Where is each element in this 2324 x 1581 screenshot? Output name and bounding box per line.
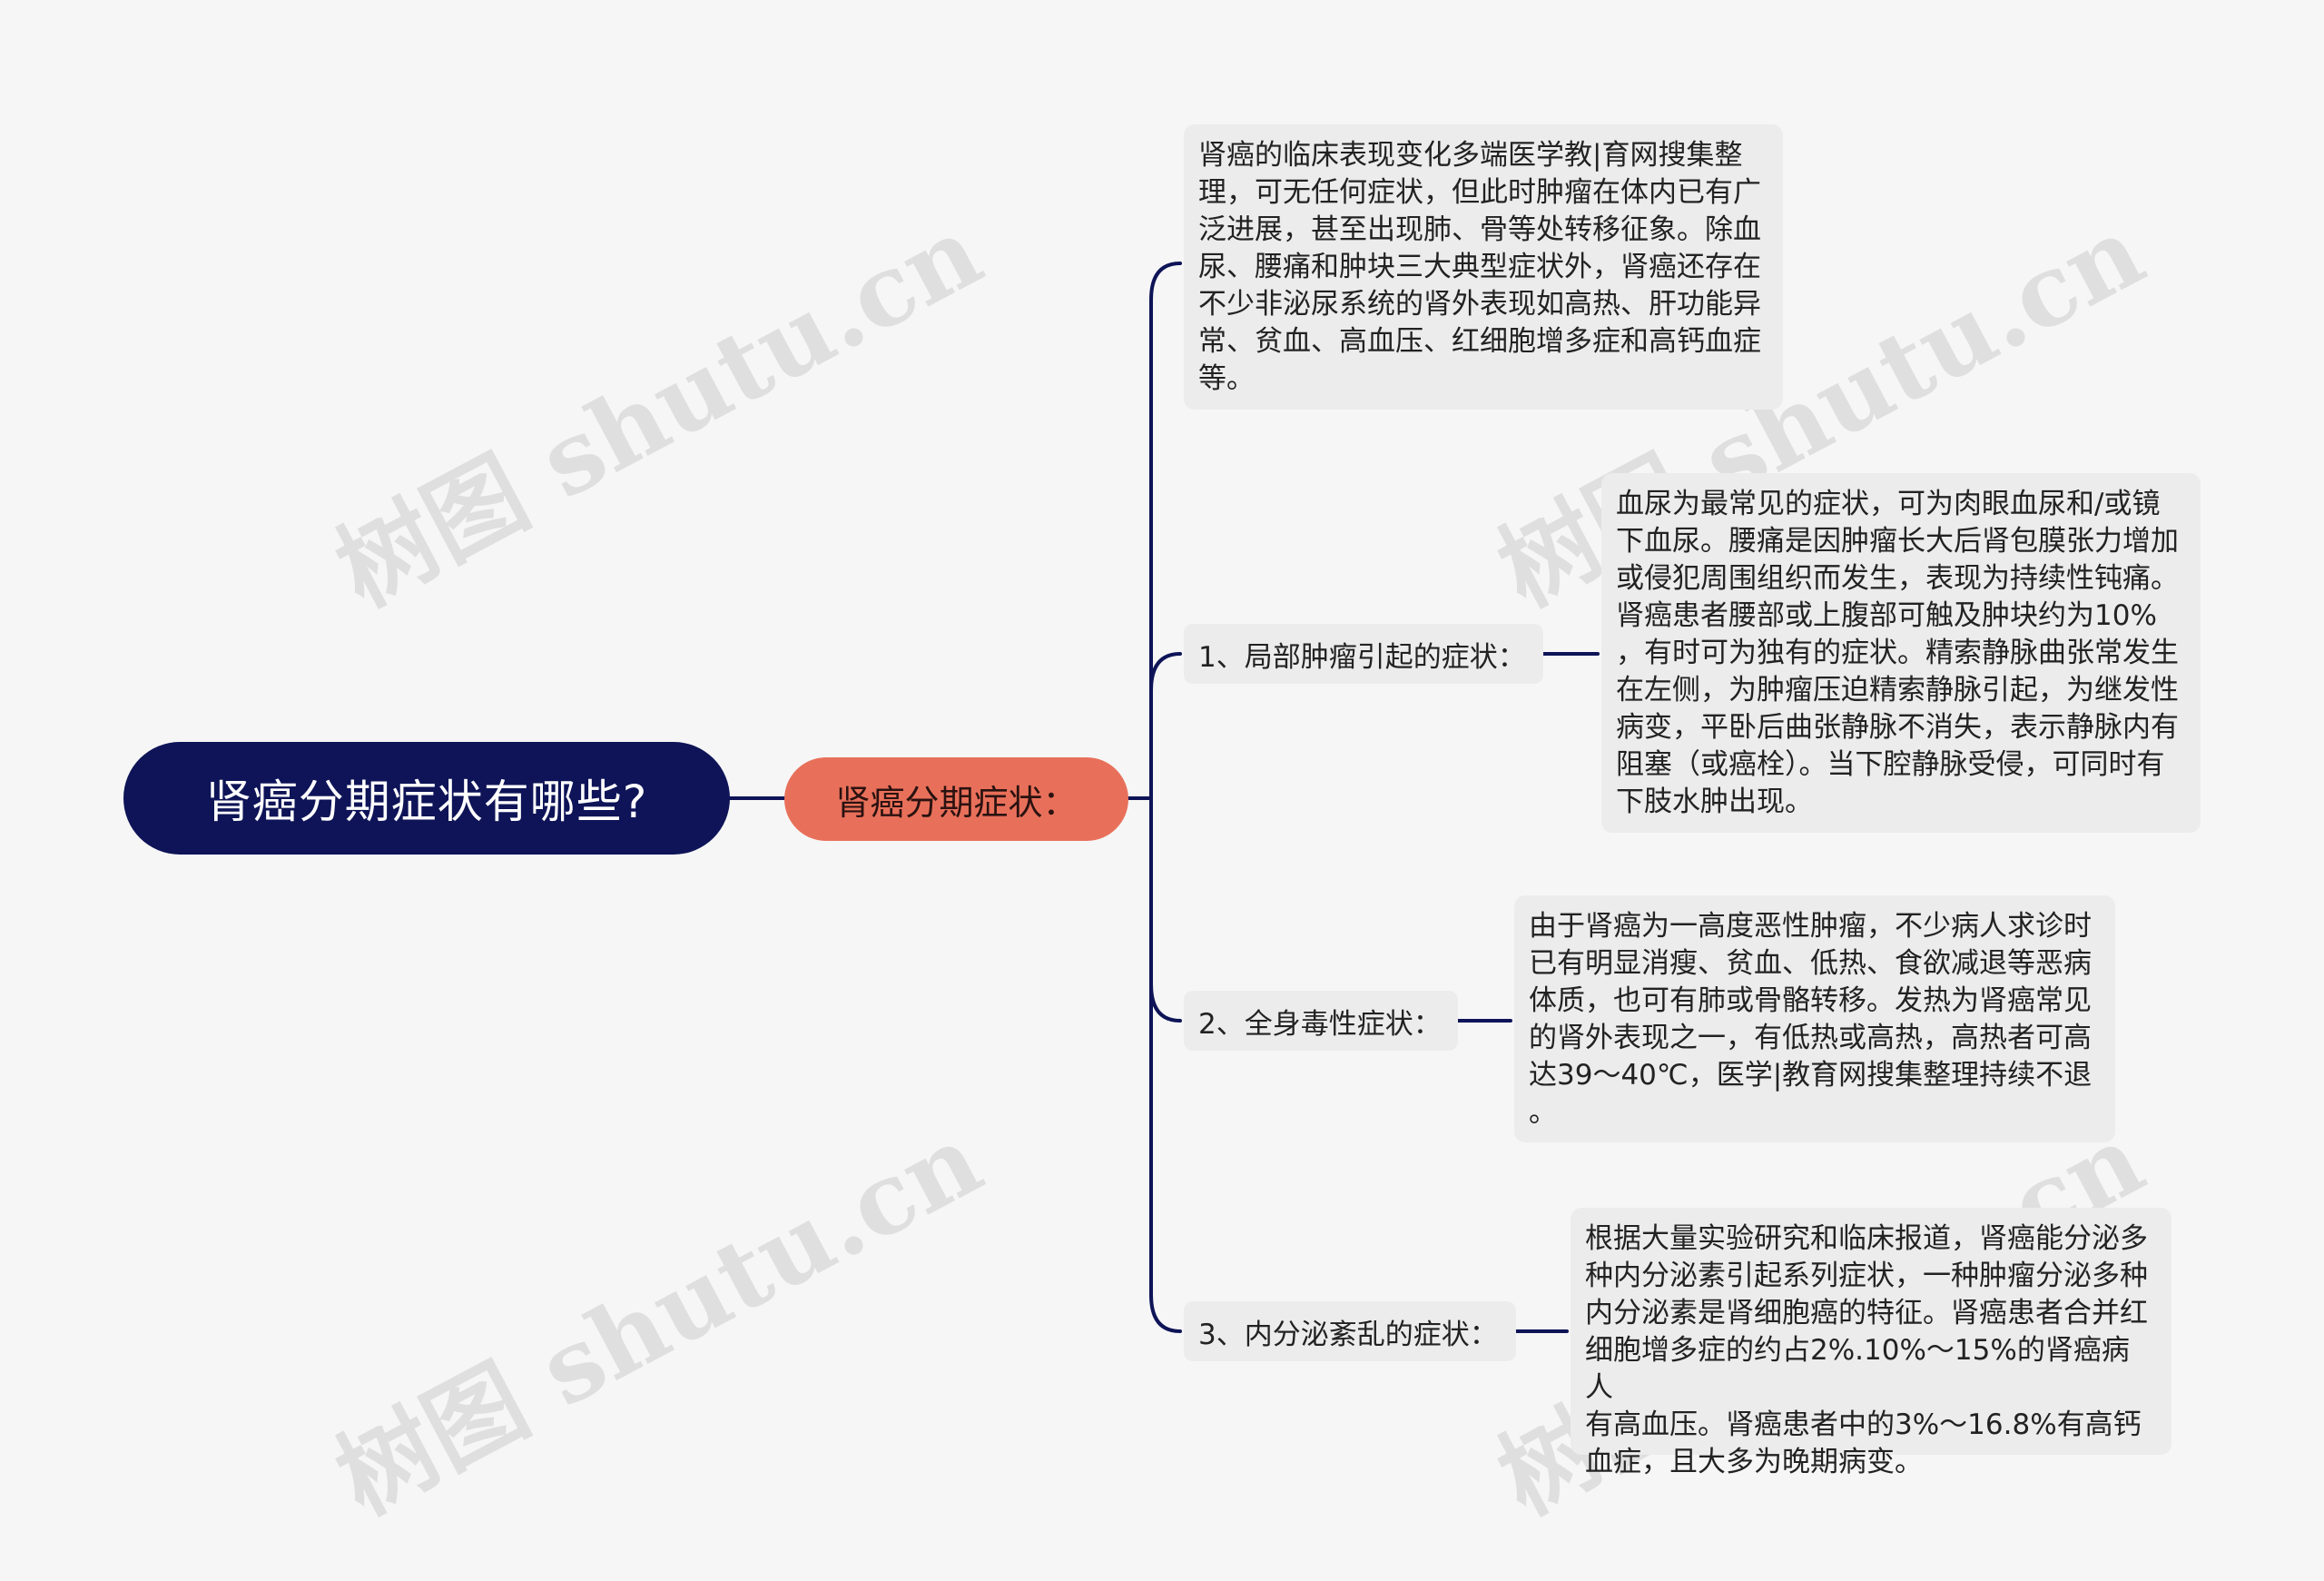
text-line: 。 [1529,1096,1557,1129]
root-title: 肾癌分期症状有哪些? [205,776,648,828]
text-line: 有高血压。肾癌患者中的3%～16.8%有高钙 [1585,1408,2142,1441]
text-line: 理，可无任何症状，但此时肿瘤在体内已有广 [1198,176,1761,209]
text-line: 下肢水肿出现。 [1616,786,1813,818]
text-line: 泛进展，甚至出现肺、骨等处转移征象。除血 [1198,213,1761,246]
text-line: 血尿为最常见的症状，可为肉眼血尿和/或镜 [1616,488,2161,520]
text-line: 体质，也可有肺或骨骼转移。发热为肾癌常见 [1529,984,2092,1017]
intro-node[interactable]: 肾癌的临床表现变化多端医学教|育网搜集整 理，可无任何症状，但此时肿瘤在体内已有… [1184,124,1783,410]
text-line: 等。 [1198,362,1255,395]
item-detail-2[interactable]: 由于肾癌为一高度恶性肿瘤，不少病人求诊时 已有明显消瘦、贫血、低热、食欲减退等恶… [1514,895,2115,1142]
text-line: ，有时可为独有的症状。精索静脉曲张常发生 [1616,637,2179,669]
branch-node[interactable]: 肾癌分期症状： [784,757,1128,841]
text-line: 由于肾癌为一高度恶性肿瘤，不少病人求诊时 [1529,910,2092,943]
item-label-1[interactable]: 1、局部肿瘤引起的症状： [1184,624,1543,684]
connector-intro [1149,262,1182,800]
branch-label: 肾癌分期症状： [835,782,1078,823]
text-line: 已有明显消瘦、贫血、低热、食欲减退等恶病 [1529,947,2092,980]
item-detail-1[interactable]: 血尿为最常见的症状，可为肉眼血尿和/或镜 下血尿。腰痛是因肿瘤长大后肾包膜张力增… [1601,473,2201,833]
text-line: 的肾外表现之一，有低热或高热，高热者可高 [1529,1022,2092,1054]
text-line: 肾癌的临床表现变化多端医学教|育网搜集整 [1198,139,1743,172]
item-detail-3[interactable]: 根据大量实验研究和临床报道，肾癌能分泌多 种内分泌素引起系列症状，一种肿瘤分泌多… [1571,1208,2171,1478]
item-label-2[interactable]: 2、全身毒性症状： [1184,991,1458,1051]
text-line: 在左侧，为肿瘤压迫精索静脉引起，为继发性 [1616,674,2179,707]
text-line: 不少非泌尿系统的肾外表现如高热、肝功能异 [1198,288,1761,321]
connector-item-3 [1149,796,1182,1333]
text-line: 或侵犯周围组织而发生，表现为持续性钝痛。 [1616,562,2179,595]
text-line: 血症，且大多为晚期病变。 [1585,1446,1923,1478]
text-line: 达39～40℃，医学|教育网搜集整理持续不退 [1529,1059,2093,1092]
text-line: 尿、腰痛和肿块三大典型症状外，肾癌还存在 [1198,251,1761,283]
connector-item-2 [1149,796,1182,1023]
text-line: 病变，平卧后曲张静脉不消失，表示静脉内有 [1616,711,2179,744]
root-node[interactable]: 肾癌分期症状有哪些? [123,742,730,855]
text-line: 下血尿。腰痛是因肿瘤长大后肾包膜张力增加 [1616,525,2179,558]
text-line: 种内分泌素引起系列症状，一种肿瘤分泌多种 [1585,1260,2148,1292]
text-line: 细胞增多症的约占2%.10%～15%的肾癌病人 [1585,1334,2130,1404]
text-line: 内分泌素是肾细胞癌的特征。肾癌患者合并红 [1585,1297,2148,1329]
text-line: 阻塞（或癌栓）。当下腔静脉受侵，可同时有 [1616,748,2165,781]
item-label-3[interactable]: 3、内分泌紊乱的症状： [1184,1301,1516,1361]
text-line: 常、贫血、高血压、红细胞增多症和高钙血症 [1198,325,1761,358]
text-line: 根据大量实验研究和临床报道，肾癌能分泌多 [1585,1222,2148,1255]
text-line: 肾癌患者腰部或上腹部可触及肿块约为10% [1616,599,2157,632]
connector-item-1 [1149,652,1182,800]
